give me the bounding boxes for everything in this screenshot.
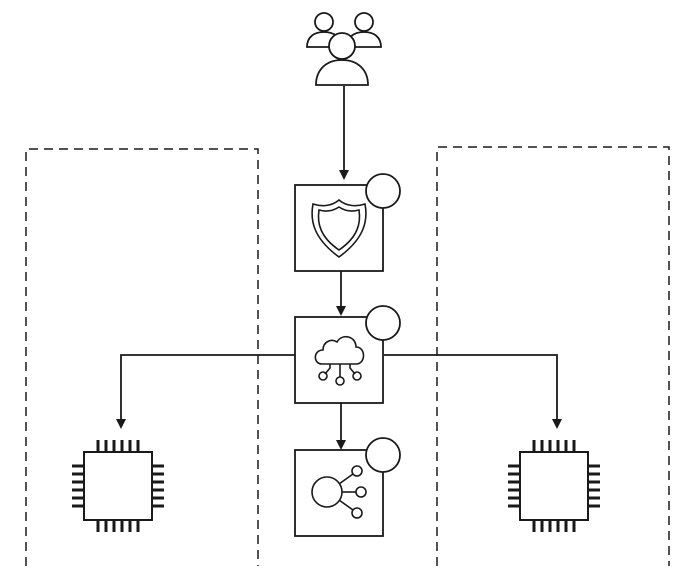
zone-right — [436, 146, 670, 566]
shield-icon — [311, 198, 367, 258]
cloud-network-icon — [314, 335, 365, 386]
zone-left — [25, 148, 259, 566]
firewall-badge — [365, 173, 401, 209]
hub-badge — [365, 437, 401, 473]
chip-body — [519, 451, 589, 521]
edge-loadbalancer-instance-left — [116, 354, 295, 429]
edges — [116, 86, 562, 450]
firewall-node[interactable] — [294, 173, 401, 272]
hub-node[interactable] — [294, 437, 401, 537]
chip-body — [83, 451, 153, 521]
hub-icon — [311, 465, 367, 519]
users-icon — [306, 12, 382, 86]
instance-right-chip-icon[interactable] — [508, 440, 600, 532]
load-balancer-node[interactable] — [294, 305, 401, 404]
instance-left-chip-icon[interactable] — [72, 440, 164, 532]
edge-loadbalancer-instance-right — [384, 354, 562, 429]
load-balancer-badge — [365, 305, 401, 341]
